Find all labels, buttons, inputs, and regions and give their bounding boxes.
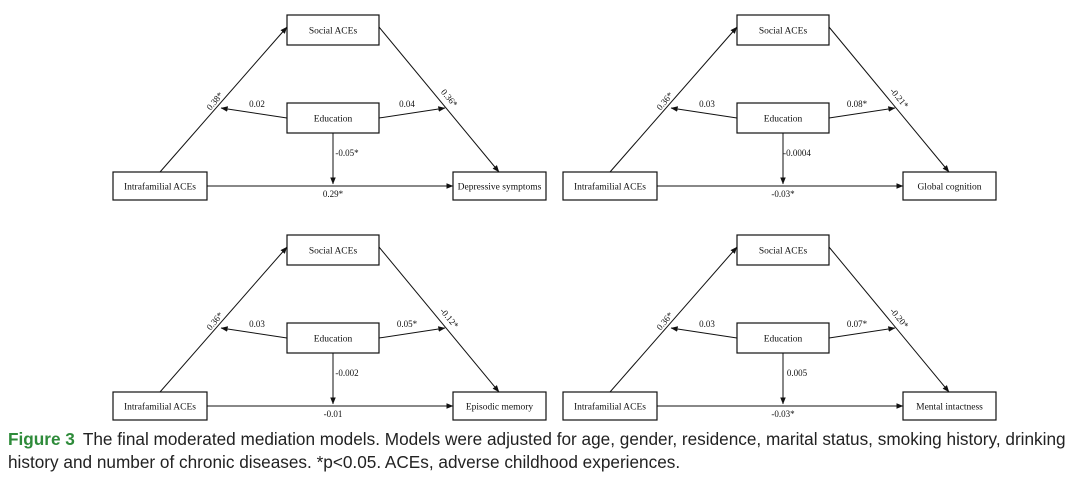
coef-left-to-right: -0.03*	[771, 409, 795, 419]
coef-mid-to-right-edge: 0.05*	[397, 319, 418, 329]
edge-top-to-right	[828, 246, 950, 393]
node-label: Mental intactness	[916, 403, 983, 413]
node-box	[112, 391, 208, 421]
edge-top-to-right	[828, 26, 950, 173]
coef-top-to-right: -0.20*	[888, 306, 911, 331]
node-label: Social ACEs	[759, 27, 808, 37]
coef-top-to-right: -0.12*	[438, 306, 461, 331]
node-left: Intrafamilial ACEs	[112, 391, 208, 421]
caption-text: The final moderated mediation models. Mo…	[8, 429, 1066, 472]
node-box	[452, 391, 547, 421]
node-mid: Education	[736, 322, 830, 354]
node-box	[562, 391, 658, 421]
node-label: Social ACEs	[309, 247, 358, 257]
node-label: Intrafamilial ACEs	[574, 402, 646, 413]
coef-mid-to-left-edge: 0.03	[699, 99, 715, 109]
node-label: Education	[314, 335, 353, 345]
coef-top-to-right: -0.21*	[888, 86, 911, 111]
edge-mid-to-right-path	[378, 326, 446, 339]
node-label: Social ACEs	[759, 247, 808, 257]
node-mid: Education	[286, 322, 380, 354]
node-label: Intrafamilial ACEs	[124, 402, 196, 413]
coef-mid-to-right-edge: 0.04	[399, 99, 415, 109]
node-box	[286, 102, 380, 134]
node-right: Mental intactness	[902, 391, 997, 421]
coef-mid-to-bottom: -0.05*	[335, 148, 359, 158]
node-top: Social ACEs	[286, 14, 380, 46]
edge-mid-to-right-path	[828, 106, 896, 119]
edge-mid-to-left-path	[220, 326, 288, 339]
coef-mid-to-bottom: -0.0004	[783, 148, 811, 158]
node-mid: Education	[286, 102, 380, 134]
coef-mid-to-bottom: 0.005	[787, 368, 808, 378]
node-label: Social ACEs	[309, 27, 358, 37]
coef-left-to-right: -0.03*	[771, 189, 795, 199]
node-label: Episodic memory	[466, 403, 534, 413]
node-left: Intrafamilial ACEs	[112, 171, 208, 201]
edge-mid-to-left-path	[670, 326, 738, 339]
coef-mid-to-bottom: -0.002	[335, 368, 358, 378]
node-top: Social ACEs	[736, 14, 830, 46]
edge-mid-to-left-path	[670, 106, 738, 119]
edge-mid-to-right-path	[378, 106, 446, 119]
node-top: Social ACEs	[286, 234, 380, 266]
edge-mid-to-right-path	[828, 326, 896, 339]
node-label: Education	[764, 335, 803, 345]
node-label: Intrafamilial ACEs	[574, 182, 646, 193]
node-right: Depressive symptoms	[452, 171, 547, 201]
edge-left-to-top	[609, 246, 738, 393]
node-label: Education	[314, 115, 353, 125]
coef-left-to-right: -0.01	[324, 409, 343, 419]
node-label: Global cognition	[917, 183, 981, 193]
node-right: Episodic memory	[452, 391, 547, 421]
node-left: Intrafamilial ACEs	[562, 171, 658, 201]
edge-left-to-top	[159, 246, 288, 393]
node-top: Social ACEs	[736, 234, 830, 266]
node-label: Intrafamilial ACEs	[124, 182, 196, 193]
coef-mid-to-left-edge: 0.02	[249, 99, 265, 109]
node-box	[452, 171, 547, 201]
edge-mid-to-left-path	[220, 106, 288, 119]
coef-left-to-right: 0.29*	[323, 189, 344, 199]
node-left: Intrafamilial ACEs	[562, 391, 658, 421]
node-mid: Education	[736, 102, 830, 134]
figure-label: Figure 3	[8, 429, 75, 449]
node-box	[286, 234, 380, 266]
edge-left-to-top	[609, 26, 738, 173]
edge-left-to-top	[159, 26, 288, 173]
node-label: Depressive symptoms	[458, 183, 542, 193]
node-right: Global cognition	[902, 171, 997, 201]
node-box	[902, 391, 997, 421]
edge-top-to-right	[378, 26, 500, 173]
coef-mid-to-right-edge: 0.08*	[847, 99, 868, 109]
coef-top-to-right: 0.36*	[439, 87, 460, 109]
coef-mid-to-left-edge: 0.03	[699, 319, 715, 329]
node-label: Education	[764, 115, 803, 125]
node-box	[736, 14, 830, 46]
coef-mid-to-right-edge: 0.07*	[847, 319, 868, 329]
edge-top-to-right	[378, 246, 500, 393]
coef-mid-to-left-edge: 0.03	[249, 319, 265, 329]
node-box	[902, 171, 997, 201]
